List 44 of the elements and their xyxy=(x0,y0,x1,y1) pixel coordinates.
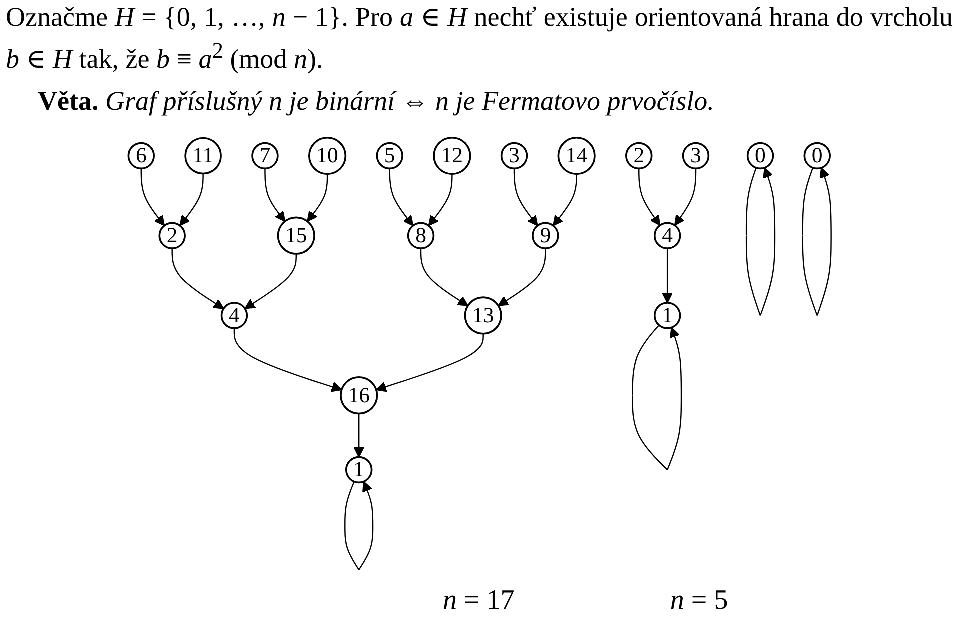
arrow xyxy=(662,248,672,304)
vertex-circle: 8 xyxy=(406,222,434,250)
arrow xyxy=(353,414,364,458)
arrow xyxy=(233,328,342,392)
vertex-circle: 4 xyxy=(653,222,681,250)
vertex-circle: 12 xyxy=(432,136,471,176)
paragraph-text: Označme H = {0, 1, …, n − 1}. Pro a ∈ H nechť existuje orientovaná hrana do vrcholu b ∈ H tak, že b ≡ a$^{2}$ (mod n). xyxy=(6,1,953,76)
arrow xyxy=(498,248,546,306)
vertex-circle: 5 xyxy=(376,142,403,170)
vertex-circle: 0 xyxy=(746,142,774,170)
arrow xyxy=(638,168,660,226)
arrow xyxy=(420,248,468,306)
arrow xyxy=(171,248,224,310)
vertex-circle: 13 xyxy=(464,296,502,335)
vertex-circle: 7 xyxy=(251,142,278,170)
vertex-circle: 16 xyxy=(340,376,378,415)
arrow xyxy=(674,168,696,226)
arrow xyxy=(428,174,452,226)
arrow xyxy=(306,174,328,222)
arrow xyxy=(513,168,538,226)
vertex-circle: 14 xyxy=(557,136,596,176)
arrow xyxy=(140,168,165,226)
vertex-circle: 11 xyxy=(184,137,222,175)
vertex-circle: 2 xyxy=(625,142,652,170)
vertex-circle: 1 xyxy=(653,302,681,330)
arrow xyxy=(264,168,286,222)
graph-caption: n = 5 xyxy=(670,584,728,618)
graph-caption: n = 17 xyxy=(442,584,515,618)
vertex-circle: 3 xyxy=(682,142,710,170)
vertex-circle: 2 xyxy=(158,222,186,250)
vertex-circle: 10 xyxy=(308,136,346,176)
arrow xyxy=(375,334,484,392)
vertex-circle: 3 xyxy=(500,142,528,170)
arrow xyxy=(179,174,204,226)
arrow xyxy=(552,174,577,226)
arrow xyxy=(388,168,414,226)
vertex-circle: 6 xyxy=(127,142,154,170)
vertex-circle: 4 xyxy=(220,302,248,330)
arrow xyxy=(244,254,296,310)
vertex-circle: 15 xyxy=(276,216,315,255)
vertex-circle: 0 xyxy=(803,142,830,170)
theorem-text: Věta. Graf příslušný n je binární ⇔ n je Fermatovo prvočíslo. xyxy=(38,85,714,118)
vertex-circle: 9 xyxy=(532,222,559,250)
vertex-circle: 1 xyxy=(344,456,372,484)
